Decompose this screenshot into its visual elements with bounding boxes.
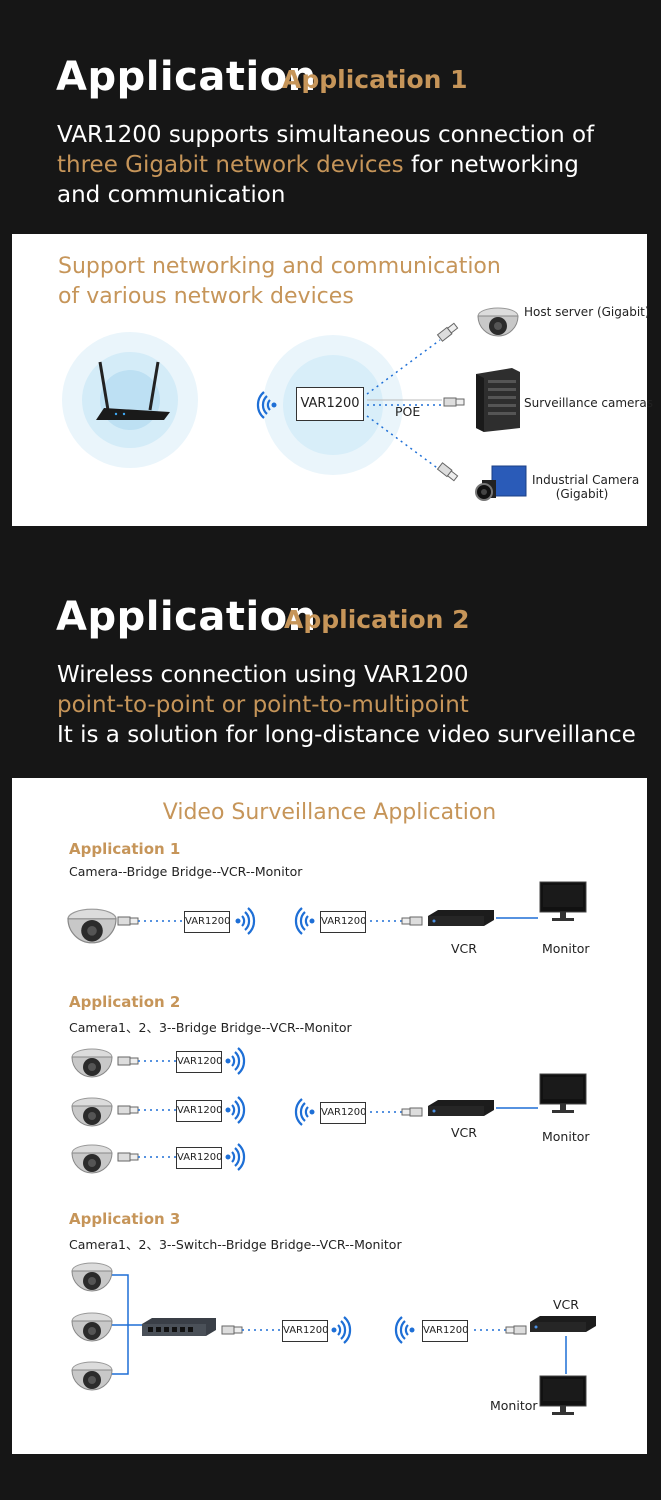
vcr-label: VCR — [451, 1125, 477, 1140]
panel1-title: Support networking and communication of … — [58, 252, 501, 312]
ethernet-plug-icon — [437, 462, 459, 482]
dome-camera-icon — [71, 1312, 113, 1342]
var1200-box: VAR1200 — [422, 1320, 468, 1342]
ethernet-plug-icon — [401, 1107, 423, 1117]
server-rack-icon — [476, 368, 520, 432]
industrial-camera-label-line1: Industrial Camera — [532, 473, 640, 487]
app2-title: Application 2 — [69, 993, 181, 1011]
vcr-label: VCR — [553, 1297, 579, 1312]
dome-camera-icon — [71, 1144, 113, 1174]
dome-camera-icon — [477, 307, 519, 337]
ethernet-plug-icon — [221, 1325, 243, 1335]
vcr-device-icon — [428, 910, 494, 926]
dome-camera-icon — [71, 1048, 113, 1078]
host-server-label: Host server (Gigabit) — [524, 305, 650, 319]
industrial-camera-label-line2: (Gigabit) — [555, 487, 609, 501]
wifi-signal-icon — [394, 1315, 416, 1345]
ethernet-plug-icon — [443, 397, 465, 407]
section1-heading: Application — [56, 54, 317, 100]
monitor-label: Monitor — [490, 1398, 538, 1413]
dome-camera-icon — [67, 908, 117, 944]
desc-line2-rest: for networking — [403, 152, 579, 178]
vcr-device-icon — [428, 1100, 494, 1116]
var1200-box: VAR1200 — [176, 1100, 222, 1122]
var1200-box: VAR1200 — [320, 1102, 366, 1124]
monitor-label: Monitor — [542, 1129, 590, 1144]
desc2-line2: point-to-point or point-to-multipoint — [57, 692, 469, 718]
desc2-line1: Wireless connection using VAR1200 — [57, 662, 469, 688]
var1200-box: VAR1200 — [282, 1320, 328, 1342]
var1200-box: VAR1200 — [320, 911, 366, 933]
vcr-label: VCR — [451, 941, 477, 956]
poe-label: POE — [395, 404, 421, 419]
desc-highlight: three Gigabit network devices — [57, 152, 404, 178]
wifi-signal-icon — [294, 1097, 316, 1127]
desc2-line3: It is a solution for long-distance video… — [57, 722, 636, 748]
dome-camera-icon — [71, 1361, 113, 1391]
desc-line3: and communication — [57, 182, 286, 208]
camera-switch-links — [112, 1274, 142, 1375]
networking-diagram-panel: Support networking and communication of … — [12, 234, 653, 526]
panel2-title: Video Surveillance Application — [162, 800, 497, 825]
industrial-camera-label: Industrial Camera (Gigabit) — [532, 473, 640, 501]
section1-subheading: Application 1 — [282, 65, 468, 94]
section2-description: Wireless connection using VAR1200 point-… — [57, 660, 636, 750]
wifi-signal-icon — [294, 906, 316, 936]
var1200-box: VAR1200 — [184, 911, 230, 933]
ethernet-plug-icon — [117, 1105, 139, 1115]
section2-heading: Application — [56, 594, 317, 640]
monitor-icon — [539, 881, 587, 922]
wifi-signal-icon — [224, 1046, 246, 1076]
section2-subheading: Application 2 — [284, 605, 470, 634]
ethernet-plug-icon — [505, 1325, 527, 1335]
app3-title: Application 3 — [69, 1210, 181, 1228]
vcr-device-icon — [530, 1316, 596, 1332]
wifi-signal-icon — [234, 906, 256, 936]
ethernet-plug-icon — [117, 916, 139, 926]
app1-title: Application 1 — [69, 840, 181, 858]
wifi-signal-icon — [224, 1142, 246, 1172]
surveillance-diagram-graphics — [67, 881, 596, 1416]
desc-line2: three Gigabit network devices for networ… — [57, 150, 594, 180]
section1-description: VAR1200 supports simultaneous connection… — [57, 120, 594, 210]
ethernet-plug-icon — [437, 322, 459, 342]
wifi-signal-icon — [224, 1095, 246, 1125]
surveillance-diagram-panel: Video Surveillance Application Applicati… — [12, 778, 647, 1454]
wireless-router-icon — [96, 361, 170, 420]
app2-caption: Camera1、2、3--Bridge Bridge--VCR--Monitor — [69, 1020, 352, 1035]
var1200-device-box: VAR1200 — [296, 387, 364, 421]
ethernet-plug-icon — [117, 1056, 139, 1066]
app1-caption: Camera--Bridge Bridge--VCR--Monitor — [69, 864, 303, 879]
monitor-icon — [539, 1375, 587, 1416]
ethernet-plug-icon — [117, 1152, 139, 1162]
monitor-label: Monitor — [542, 941, 590, 956]
desc-line1: VAR1200 supports simultaneous connection… — [57, 122, 595, 148]
panel1-title-line1: Support networking and communication — [58, 254, 501, 279]
industrial-camera-icon — [475, 465, 527, 501]
monitor-icon — [539, 1073, 587, 1114]
var1200-box: VAR1200 — [176, 1147, 222, 1169]
network-switch-icon — [142, 1318, 216, 1336]
app3-caption: Camera1、2、3--Switch--Bridge Bridge--VCR-… — [69, 1237, 402, 1252]
dome-camera-icon — [71, 1097, 113, 1127]
wifi-signal-icon — [330, 1315, 352, 1345]
dome-camera-icon — [71, 1262, 113, 1292]
ethernet-plug-icon — [401, 916, 423, 926]
var1200-box: VAR1200 — [176, 1051, 222, 1073]
panel1-title-line2: of various network devices — [58, 284, 354, 309]
surveillance-cameras-label: Surveillance cameras — [524, 396, 653, 410]
